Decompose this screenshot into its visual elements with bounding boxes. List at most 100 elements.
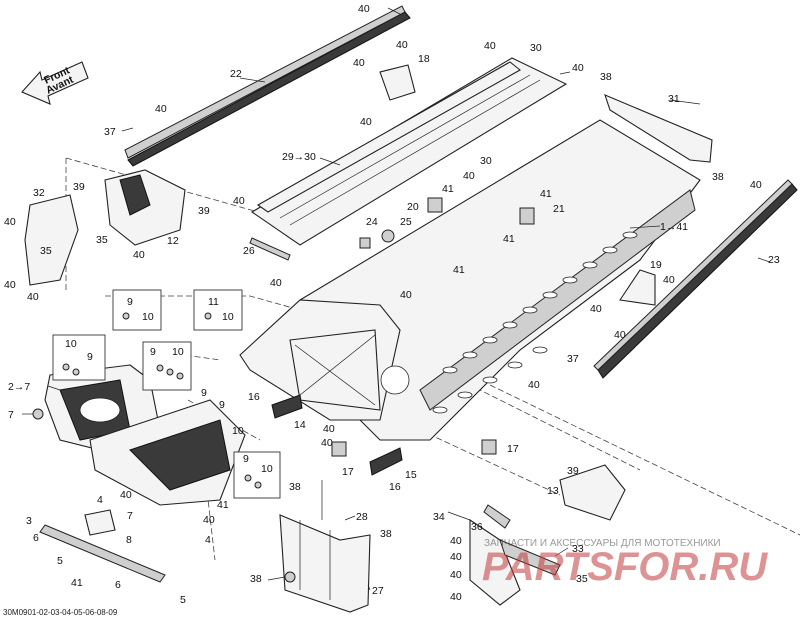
callout-label: 40: [203, 514, 215, 526]
grommet-25: [381, 229, 395, 243]
bracket-17a: [331, 441, 347, 457]
callout-label: 21: [553, 203, 565, 215]
callout-label: 2→7: [8, 381, 30, 393]
callout-label: 40: [321, 437, 333, 449]
callout-label: 40: [155, 103, 167, 115]
callout-label: 38: [600, 71, 612, 83]
callout-label: 9: [127, 296, 133, 308]
callout-label: 16: [248, 391, 260, 403]
callout-label: 10: [142, 311, 154, 323]
callout-label: 41: [540, 188, 552, 200]
callout-label: 40: [4, 279, 16, 291]
callout-label: 15: [405, 469, 417, 481]
callout-label: 40: [133, 249, 145, 261]
callout-label: 39: [198, 205, 210, 217]
callout-label: 30: [530, 42, 542, 54]
strip-26: [249, 237, 291, 261]
callout-label: 9: [243, 453, 249, 465]
callout-label: 28: [356, 511, 368, 523]
callout-label: 8: [126, 534, 132, 546]
main-tunnel-frame: [239, 119, 701, 441]
callout-label: 38: [712, 171, 724, 183]
lower-bar-3: [39, 509, 166, 583]
callout-label: 40: [400, 289, 412, 301]
callout-label: 40: [358, 3, 370, 15]
callout-label: 40: [572, 62, 584, 74]
callout-label: 6: [115, 579, 121, 591]
detail-box-10-9: [52, 334, 106, 381]
callout-label: 40: [484, 40, 496, 52]
callout-label: 20: [407, 201, 419, 213]
callout-label: 40: [663, 274, 675, 286]
callout-label: 39: [567, 465, 579, 477]
callout-label: 37: [104, 126, 116, 138]
detail-box-11-10: [193, 289, 243, 331]
callout-label: 6: [33, 532, 39, 544]
callout-label: 1→41: [660, 221, 688, 233]
callout-label: 40: [450, 591, 462, 603]
callout-label: 14: [294, 419, 306, 431]
callout-label: 41: [217, 499, 229, 511]
callout-label: 12: [167, 235, 179, 247]
callout-label: 40: [270, 277, 282, 289]
callout-label: 32: [33, 187, 45, 199]
leader-lines: [22, 7, 771, 591]
callout-label: 17: [507, 443, 519, 455]
callout-label: 40: [590, 303, 602, 315]
callout-label: 16: [389, 481, 401, 493]
front-frame-assembly: [32, 364, 246, 506]
callout-label: 40: [528, 379, 540, 391]
callout-label: 7: [8, 409, 14, 421]
document-id: 30M0901-02-03-04-05-06-08-09: [3, 608, 118, 617]
callout-label: 7: [127, 510, 133, 522]
front-direction-arrow: [21, 61, 89, 105]
callout-label: 31: [668, 93, 680, 105]
bracket-19: [619, 269, 656, 306]
detail-box-9-10-a: [112, 289, 162, 331]
footrest-15: [369, 447, 403, 476]
callout-label: 29→30: [282, 151, 316, 163]
rail-strip-23: [593, 179, 798, 379]
callout-label: 40: [463, 170, 475, 182]
bracket-17b: [481, 439, 497, 455]
callout-label: 25: [400, 216, 412, 228]
callout-label: 38: [250, 573, 262, 585]
callout-label: 13: [547, 485, 559, 497]
skid-plate-12: [104, 169, 186, 246]
callout-label: 34: [433, 511, 445, 523]
callout-label: 41: [442, 183, 454, 195]
callout-label: 40: [396, 39, 408, 51]
tunnel-top-panel: [250, 57, 568, 246]
callout-label: 4: [205, 534, 211, 546]
callout-label: 33: [572, 543, 584, 555]
clip-24: [359, 237, 371, 249]
callout-label: 9: [150, 346, 156, 358]
callout-label: 41: [71, 577, 83, 589]
callout-labels: 40 40 18 40 30 40 38 31 22 40 37 40 29→3…: [4, 3, 780, 606]
callout-label: 10: [172, 346, 184, 358]
callout-label: 9: [219, 399, 225, 411]
callout-label: 40: [4, 216, 16, 228]
callout-label: 10: [261, 463, 273, 475]
callout-label: 5: [180, 594, 186, 606]
callout-label: 18: [418, 53, 430, 65]
callout-label: 38: [289, 481, 301, 493]
watermark-text-1: ЗАПЧАСТИ И АКСЕССУАРЫ ДЛЯ МОТОТЕХНИКИ: [484, 538, 721, 549]
callout-label: 41: [453, 264, 465, 276]
callout-label: 40: [614, 329, 626, 341]
callout-label: 40: [450, 569, 462, 581]
callout-label: 26: [243, 245, 255, 257]
callout-label: 10: [232, 425, 244, 437]
callout-label: 17: [342, 466, 354, 478]
callout-label: 36: [471, 521, 483, 533]
footrest-14: [271, 394, 303, 419]
detail-box-9-10-c: [233, 451, 281, 499]
callout-label: 37: [567, 353, 579, 365]
callout-label: 40: [27, 291, 39, 303]
callout-label: 40: [120, 489, 132, 501]
bracket-21: [519, 207, 535, 225]
rear-bracket-33: [469, 504, 561, 606]
bracket-31: [604, 94, 713, 163]
